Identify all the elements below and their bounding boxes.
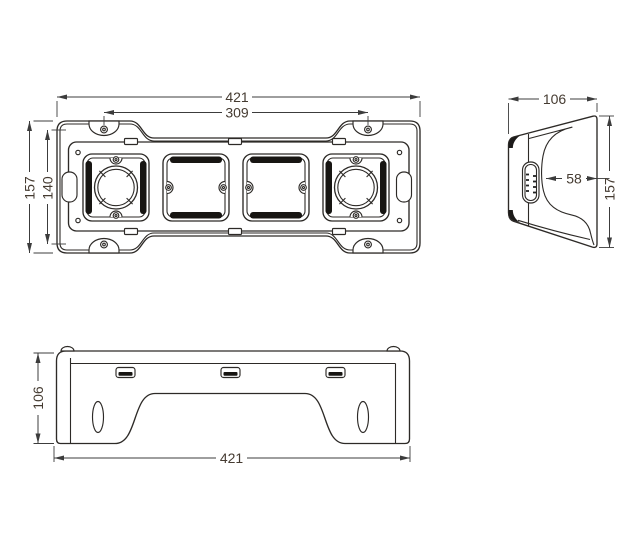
front-slot [115,366,136,379]
side-cutout-left [61,171,78,203]
plate-corner-hole [396,149,403,156]
dim-label-plan-height: 157 [22,176,38,200]
plate-edge-tab [123,227,139,236]
front-tab-bump-left [60,345,75,352]
plate-edge-tab [123,137,139,146]
dim-label-front-width: 421 [220,450,244,466]
dim-label-side-cavity-depth: 58 [566,171,582,187]
front-view-drawing: 106 421 [30,345,411,466]
plan-inner-rim [59,123,418,251]
knockout-circle [93,165,139,210]
plate-corner-hole [75,149,81,156]
dim-label-front-height: 106 [30,386,46,410]
plate-corner-hole [75,217,81,224]
screw-tab-top-left [88,120,120,137]
dim-label-plan-width: 421 [225,89,249,105]
dimension-side-cavity-depth: 58 [546,171,610,187]
plate-corner-hole [396,217,403,224]
dim-label-plan-screw-span: 309 [225,105,249,121]
side-cavity-profile [528,126,595,246]
dim-label-plan-inner-height: 140 [40,176,56,200]
dimension-front-width: 421 [53,446,411,466]
front-slot [325,366,346,379]
dim-label-side-width: 106 [543,91,567,107]
knockout-circle [333,165,379,210]
side-bottom-rim [517,219,591,241]
dimension-side-width: 106 [508,91,598,134]
dimension-front-height: 106 [30,352,54,444]
front-slot [220,366,241,379]
dimension-plan-height: 157 [22,120,53,254]
dim-label-side-height: 157 [602,177,618,201]
plate-edge-tab [227,227,243,236]
front-outline [55,350,411,445]
screw-tab-bottom-left [88,237,120,254]
side-slot [521,161,540,204]
side-corner-shade-top [508,135,520,148]
side-cutout-right [395,171,413,203]
side-view-drawing: 106 58 157 [507,91,618,249]
plate-edge-tab [227,137,243,146]
plate-edge-tab [331,137,347,146]
module-opening-4 [322,153,390,222]
front-tab-bump-right [386,345,401,352]
dimension-side-height: 157 [599,115,618,248]
side-outline [507,115,598,249]
module-opening-1 [82,153,150,222]
dimension-plan-inner-height: 140 [40,129,66,245]
plan-view-drawing: 421 309 157 140 [22,89,421,254]
screw-tab-top-right [352,120,384,137]
side-corner-shade-bottom [508,210,520,223]
plate-edge-tab [331,227,347,236]
front-oval-hole-left [91,400,105,434]
screw-tab-bottom-right [352,237,384,254]
module-opening-3 [242,153,310,222]
dimension-plan-screw-span: 309 [103,105,369,125]
module-opening-2 [162,153,230,222]
front-oval-hole-right [356,400,370,434]
dimension-plan-width: 421 [56,89,421,117]
